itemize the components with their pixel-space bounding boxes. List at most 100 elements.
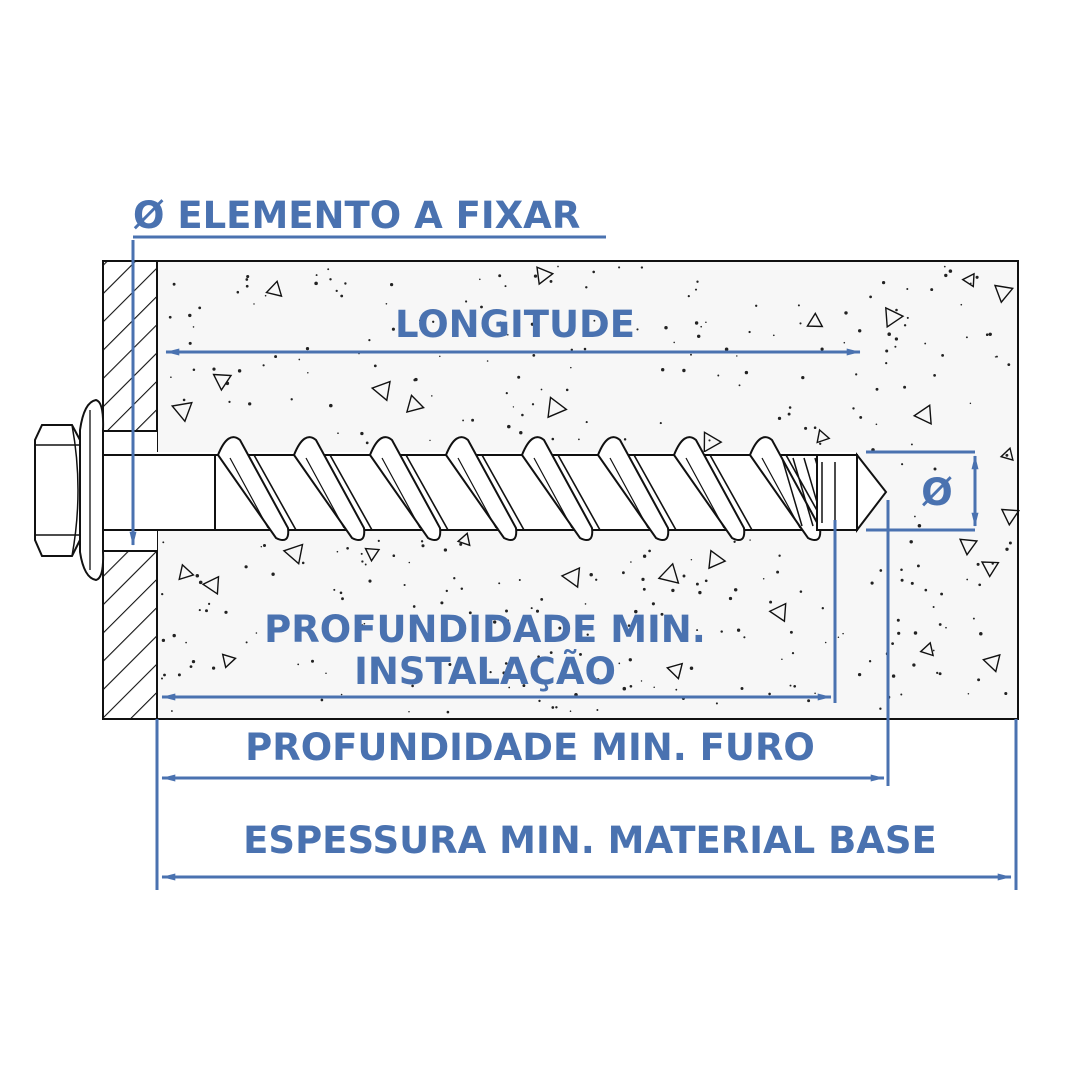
speckle bbox=[855, 373, 858, 376]
speckle bbox=[664, 325, 668, 330]
speckle bbox=[246, 274, 250, 279]
speckle bbox=[924, 588, 928, 592]
aggregate-stone bbox=[768, 602, 787, 623]
speckle bbox=[868, 660, 872, 663]
speckle bbox=[932, 606, 935, 608]
speckle bbox=[789, 684, 792, 687]
speckle bbox=[504, 285, 507, 288]
speckle bbox=[630, 561, 632, 563]
speckle bbox=[498, 582, 501, 585]
speckle bbox=[411, 684, 414, 688]
speckle bbox=[161, 638, 166, 643]
aggregate-stone bbox=[816, 428, 831, 444]
speckle bbox=[329, 403, 333, 408]
aggregate-stone bbox=[912, 404, 932, 426]
speckle bbox=[895, 308, 898, 312]
speckle bbox=[966, 578, 969, 581]
speckle bbox=[314, 281, 318, 286]
speckle bbox=[728, 596, 733, 601]
speckle bbox=[429, 439, 431, 442]
speckle bbox=[205, 609, 208, 613]
speckle bbox=[930, 288, 934, 292]
speckle bbox=[881, 280, 886, 285]
speckle bbox=[717, 374, 720, 377]
speckle bbox=[373, 364, 377, 368]
speckle bbox=[445, 589, 448, 593]
speckle bbox=[228, 400, 231, 404]
speckle bbox=[192, 326, 195, 328]
speckle bbox=[651, 628, 655, 632]
speckle bbox=[682, 368, 686, 373]
speckle bbox=[875, 387, 879, 391]
speckle bbox=[192, 368, 196, 371]
speckle bbox=[540, 388, 543, 391]
speckle bbox=[530, 322, 535, 326]
speckle bbox=[390, 283, 394, 287]
aggregate-stone bbox=[708, 549, 727, 570]
speckle bbox=[579, 652, 582, 656]
speckle bbox=[736, 628, 741, 632]
thread-root bbox=[709, 454, 753, 531]
speckle bbox=[988, 332, 992, 337]
speckle bbox=[936, 671, 939, 675]
speckle bbox=[944, 273, 948, 278]
fixture-plate-top bbox=[102, 260, 158, 432]
speckle bbox=[508, 686, 511, 689]
speckle bbox=[896, 618, 900, 622]
speckle bbox=[797, 304, 800, 307]
speckle bbox=[421, 544, 425, 548]
speckle bbox=[361, 624, 364, 627]
speckle bbox=[522, 684, 526, 688]
aggregate-stone bbox=[547, 396, 568, 419]
speckle bbox=[531, 403, 535, 406]
install-depth-label-line1: PROFUNDIDADE MIN. bbox=[264, 608, 706, 651]
speckle bbox=[305, 346, 310, 351]
hole-depth-label: PROFUNDIDADE MIN. FURO bbox=[245, 726, 815, 769]
speckle bbox=[777, 416, 782, 421]
speckle bbox=[885, 349, 889, 353]
speckle bbox=[897, 631, 901, 635]
screw-tip bbox=[816, 452, 888, 533]
thread-shade bbox=[305, 457, 345, 529]
speckle bbox=[743, 636, 746, 639]
speckle bbox=[694, 288, 698, 291]
speckle bbox=[682, 574, 686, 578]
speckle bbox=[517, 375, 521, 379]
speckle bbox=[446, 710, 450, 714]
aggregate-stone bbox=[961, 272, 975, 288]
speckle bbox=[311, 659, 314, 663]
speckle bbox=[969, 402, 972, 405]
thread-shade bbox=[761, 457, 801, 529]
speckle bbox=[361, 560, 364, 563]
speckle bbox=[340, 294, 344, 298]
speckle bbox=[518, 578, 521, 582]
aggregate-stone bbox=[364, 547, 381, 563]
speckle bbox=[307, 371, 309, 374]
thread-shade bbox=[685, 457, 725, 529]
speckle bbox=[391, 327, 395, 331]
aggregate-stone bbox=[405, 394, 425, 413]
speckle bbox=[673, 341, 675, 344]
speckle bbox=[837, 636, 840, 639]
speckle bbox=[592, 270, 595, 274]
speckle bbox=[459, 542, 463, 546]
speckle bbox=[870, 581, 874, 585]
speckle bbox=[453, 577, 456, 580]
aggregate-stone bbox=[201, 575, 220, 596]
speckle bbox=[894, 345, 897, 348]
speckle bbox=[859, 415, 863, 419]
screw-shank bbox=[102, 454, 216, 531]
speckle bbox=[641, 577, 645, 582]
speckle bbox=[315, 274, 318, 277]
thread-crest bbox=[596, 436, 670, 541]
speckle bbox=[690, 558, 693, 561]
speckle bbox=[640, 680, 643, 682]
thread-crest bbox=[368, 436, 442, 541]
speckle bbox=[335, 289, 338, 293]
speckle bbox=[858, 329, 862, 333]
speckle bbox=[244, 565, 248, 569]
speckle bbox=[168, 315, 172, 319]
speckle bbox=[502, 671, 506, 675]
thread-shade bbox=[533, 457, 573, 529]
